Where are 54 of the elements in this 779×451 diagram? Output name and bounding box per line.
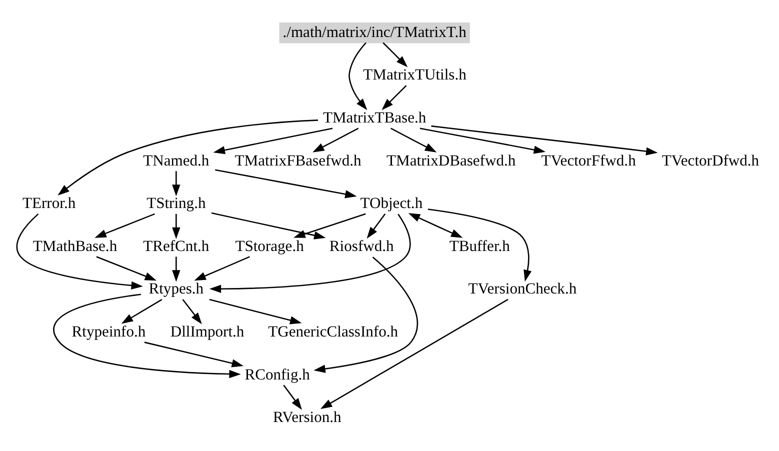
arrow xyxy=(53,294,241,378)
arrow xyxy=(408,213,463,238)
node-text: TNamed.h xyxy=(143,152,210,170)
arrow xyxy=(382,85,407,110)
arrow xyxy=(209,298,302,324)
node-text: Rtypeinfo.h xyxy=(72,324,146,341)
arrow xyxy=(172,171,180,196)
arrow xyxy=(96,256,157,281)
node-text: TStorage.h xyxy=(235,238,304,255)
arrow xyxy=(94,213,155,238)
arrow xyxy=(431,125,658,156)
arrow xyxy=(211,212,326,240)
arrow xyxy=(420,128,546,154)
arrow xyxy=(213,128,333,154)
node-text: Riosfwd.h xyxy=(329,238,394,255)
arrow xyxy=(182,299,202,324)
arrow xyxy=(209,214,411,293)
arrow xyxy=(320,298,508,410)
arrow xyxy=(390,128,437,152)
arrow xyxy=(144,342,244,368)
node-text: TVersionCheck.h xyxy=(468,280,577,298)
arrow xyxy=(312,128,359,152)
node-text: Rtypes.h xyxy=(148,280,204,298)
node-text: TError.h xyxy=(22,195,76,212)
arrow xyxy=(348,42,368,110)
node-text: TMatrixFBasefwd.h xyxy=(234,152,362,170)
node-text: TObject.h xyxy=(360,195,423,212)
arrow xyxy=(194,256,250,281)
arrow xyxy=(314,256,418,373)
node-text: TMathBase.h xyxy=(32,238,118,255)
arrow xyxy=(172,256,180,282)
node-text: TRefCnt.h xyxy=(143,238,210,255)
node-text: TVectorDfwd.h xyxy=(662,152,760,170)
node-text: DllImport.h xyxy=(170,324,244,341)
arrow xyxy=(215,169,357,198)
node-text: RVersion.h xyxy=(273,409,342,426)
arrow xyxy=(382,42,408,68)
arrow xyxy=(16,213,143,290)
arrow xyxy=(366,214,386,239)
arrow xyxy=(172,214,180,240)
node-text: TMatrixDBasefwd.h xyxy=(386,152,516,170)
node-text: TBuffer.h xyxy=(449,238,510,255)
arrow xyxy=(428,208,532,282)
node-text: TMatrixTBase.h xyxy=(322,110,426,127)
node-text: TVectorFfwd.h xyxy=(541,152,636,170)
arrow xyxy=(294,213,366,238)
arrow xyxy=(121,298,162,324)
node-box: ./math/matrix/inc/TMatrixT.h xyxy=(279,22,470,44)
node-text: TGenericClassInfo.h xyxy=(268,324,398,341)
arrow xyxy=(283,384,302,410)
node-text: RConfig.h xyxy=(244,366,310,384)
node-text: TString.h xyxy=(146,195,206,212)
node-text: TMatrixTUtils.h xyxy=(363,66,466,84)
arrow xyxy=(58,120,318,196)
